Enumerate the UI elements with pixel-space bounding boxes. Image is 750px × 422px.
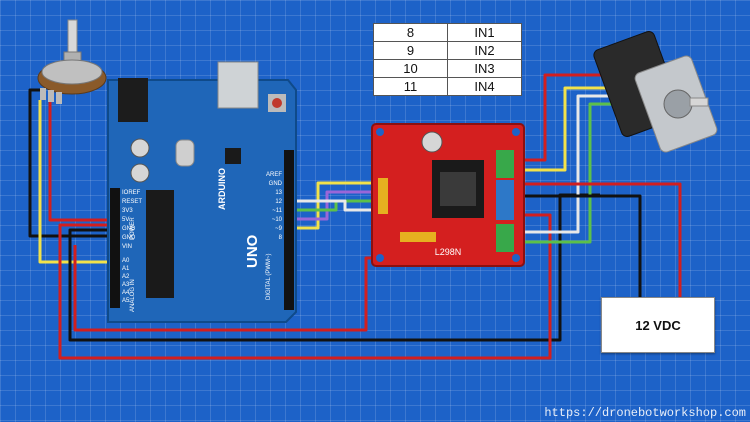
arduino-digital-section-label: DIGITAL (PWM~) <box>266 253 272 300</box>
arduino-pin-label: A5 <box>122 298 130 304</box>
arduino-digital-pin-labels: AREF GND 13 12 ~11 ~10 ~9 8 <box>266 172 283 241</box>
arduino-pin-label: A3 <box>122 282 130 288</box>
arduino-pin-label: IOREF <box>122 190 141 196</box>
arduino-pin-label: 12 <box>275 199 282 205</box>
wire-psu-red <box>508 182 682 297</box>
wire-signal-yellow <box>286 181 384 230</box>
arduino-pin-label: GND <box>122 235 136 241</box>
arduino-pin-label: 5V <box>122 217 129 223</box>
driver-input-cell: IN3 <box>447 59 522 78</box>
wire-motor-yellow <box>508 86 640 172</box>
driver-input-cell: IN1 <box>447 23 522 42</box>
arduino-uno-icon: ARDUINO UNO POWER ANALOG IN DIGITAL (PWM… <box>107 61 297 323</box>
arduino-pin-label: 13 <box>275 190 282 196</box>
arduino-pin-label: A1 <box>122 266 130 272</box>
potentiometer-icon <box>37 19 107 104</box>
arduino-pin-label: 3V3 <box>122 208 133 214</box>
stepper-motor-icon <box>593 31 718 153</box>
wire-signal-green <box>286 199 384 212</box>
arduino-pin-label: A0 <box>122 258 130 264</box>
power-supply-label: 12 VDC <box>635 317 681 333</box>
pin-number-cell: 10 <box>373 59 448 78</box>
arduino-pin-label: ~11 <box>272 208 282 214</box>
wire-signal-white <box>286 199 384 212</box>
driver-input-cell: IN2 <box>447 41 522 60</box>
arduino-pin-label: GND <box>122 226 136 232</box>
power-supply-box: 12 VDC <box>601 297 715 353</box>
pin-number-cell: 9 <box>373 41 448 60</box>
l298n-driver-icon: L298N <box>371 123 525 267</box>
pin-number-cell: 11 <box>373 77 448 96</box>
arduino-pin-label: A2 <box>122 274 130 280</box>
arduino-pin-label: 8 <box>279 235 283 241</box>
wire-driver-red-left <box>73 245 378 332</box>
pin-number-cell: 8 <box>373 23 448 42</box>
arduino-pin-label: GND <box>269 181 283 187</box>
arduino-power-header-labels: IOREF RESET 3V3 5V GND GND VIN <box>122 190 142 250</box>
arduino-pin-label: A4 <box>122 290 130 296</box>
driver-input-cell: IN4 <box>447 77 522 96</box>
arduino-pin-label: ~9 <box>275 226 283 232</box>
arduino-analog-section-label: ANALOG IN <box>130 279 136 312</box>
arduino-brand-label: ARDUINO <box>217 168 227 210</box>
arduino-pin-label: ~10 <box>272 217 283 223</box>
watermark-url: https://dronebotworkshop.com <box>544 406 746 420</box>
wire-pot-black <box>28 88 118 238</box>
wire-arduino-vin-bottom <box>58 213 552 360</box>
driver-label: L298N <box>435 247 462 257</box>
wire-pot-red <box>48 100 118 222</box>
arduino-pin-label: RESET <box>122 199 142 205</box>
wire-pot-yellow <box>38 100 118 264</box>
wire-signal-purple <box>286 190 384 221</box>
arduino-model-label: UNO <box>244 234 261 268</box>
wire-motor-red <box>508 73 640 162</box>
arduino-pin-label: VIN <box>122 244 132 250</box>
wire-psu-black <box>508 194 642 297</box>
arduino-power-section-label: POWER <box>130 217 136 240</box>
arduino-pin-label: AREF <box>266 172 282 178</box>
